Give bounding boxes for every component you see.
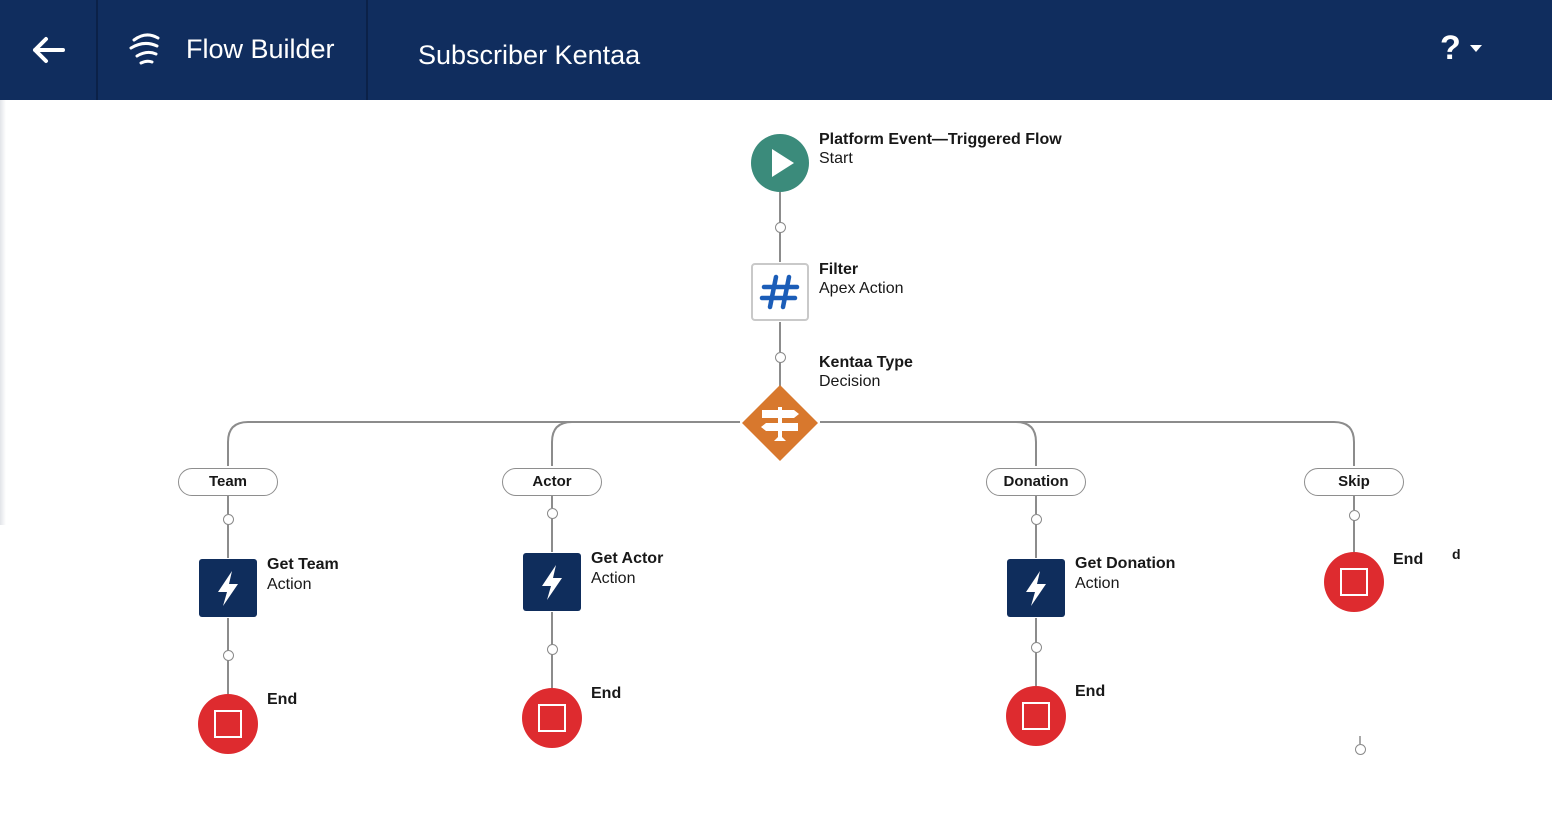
branch-label-donation[interactable]: Donation <box>986 468 1086 496</box>
play-icon <box>751 134 809 192</box>
connector-add-button[interactable] <box>1031 514 1042 525</box>
back-button[interactable] <box>0 0 98 100</box>
filter-node-title: Filter <box>819 261 859 278</box>
start-node[interactable] <box>751 134 809 192</box>
lightning-bolt-icon <box>1007 559 1065 617</box>
actor-end-node[interactable] <box>522 688 582 748</box>
filter-node-subtitle: Apex Action <box>819 280 904 297</box>
decision-node-title: Kentaa Type <box>819 354 913 371</box>
start-node-title: Platform Event—Triggered Flow <box>819 131 1062 148</box>
top-header: Flow Builder Subscriber Kentaa ? <box>0 0 1552 100</box>
actor-end-title: End <box>591 685 622 702</box>
connector-add-button[interactable] <box>775 352 786 363</box>
arrow-left-icon <box>33 37 65 63</box>
stop-icon <box>1006 686 1066 746</box>
help-icon: ? <box>1440 29 1461 67</box>
connector-lines <box>227 192 1361 744</box>
panel-edge <box>0 100 6 525</box>
get-donation-subtitle: Action <box>1075 575 1120 592</box>
skip-end-title: End <box>1393 551 1424 568</box>
app-title: Flow Builder <box>186 34 335 64</box>
app-launcher: Flow Builder <box>98 0 368 100</box>
stop-icon <box>1324 552 1384 612</box>
flow-name: Subscriber Kentaa <box>418 40 641 70</box>
flow-builder-logo-icon <box>129 33 160 65</box>
start-node-subtitle: Start <box>819 150 853 167</box>
get-donation-title: Get Donation <box>1075 555 1176 572</box>
flow-canvas[interactable]: Platform Event—Triggered Flow Start Filt… <box>0 100 1552 838</box>
connector-add-button[interactable] <box>1355 744 1366 755</box>
connector-add-button[interactable] <box>1349 510 1360 521</box>
get-actor-title: Get Actor <box>591 550 664 567</box>
branch-label-skip[interactable]: Skip <box>1304 468 1404 496</box>
get-donation-action-node[interactable] <box>1007 559 1065 617</box>
filter-apex-action-node[interactable] <box>751 263 809 321</box>
skip-end-node[interactable] <box>1324 552 1384 612</box>
decision-node[interactable] <box>740 383 820 463</box>
lightning-bolt-icon <box>523 553 581 611</box>
clipped-label-fragment: d <box>1452 546 1461 562</box>
connector-add-button[interactable] <box>775 222 786 233</box>
get-team-action-node[interactable] <box>199 559 257 617</box>
connector-add-button[interactable] <box>223 514 234 525</box>
connector-add-button[interactable] <box>223 650 234 661</box>
team-end-node[interactable] <box>198 694 258 754</box>
hashtag-icon <box>751 263 809 321</box>
help-menu-button[interactable]: ? <box>1440 28 1500 68</box>
caret-down-icon <box>1469 45 1482 52</box>
connector-add-button[interactable] <box>547 508 558 519</box>
signpost-icon <box>742 385 818 461</box>
donation-end-node[interactable] <box>1006 686 1066 746</box>
branch-label-actor[interactable]: Actor <box>502 468 602 496</box>
connector-add-button[interactable] <box>1031 642 1042 653</box>
stop-icon <box>198 694 258 754</box>
lightning-bolt-icon <box>199 559 257 617</box>
get-actor-action-node[interactable] <box>523 553 581 611</box>
branch-label-team[interactable]: Team <box>178 468 278 496</box>
get-team-subtitle: Action <box>267 576 312 593</box>
connector-add-button[interactable] <box>547 644 558 655</box>
decision-node-subtitle: Decision <box>819 373 881 390</box>
get-actor-subtitle: Action <box>591 570 636 587</box>
donation-end-title: End <box>1075 683 1106 700</box>
get-team-title: Get Team <box>267 556 339 573</box>
team-end-title: End <box>267 691 298 708</box>
stop-icon <box>522 688 582 748</box>
